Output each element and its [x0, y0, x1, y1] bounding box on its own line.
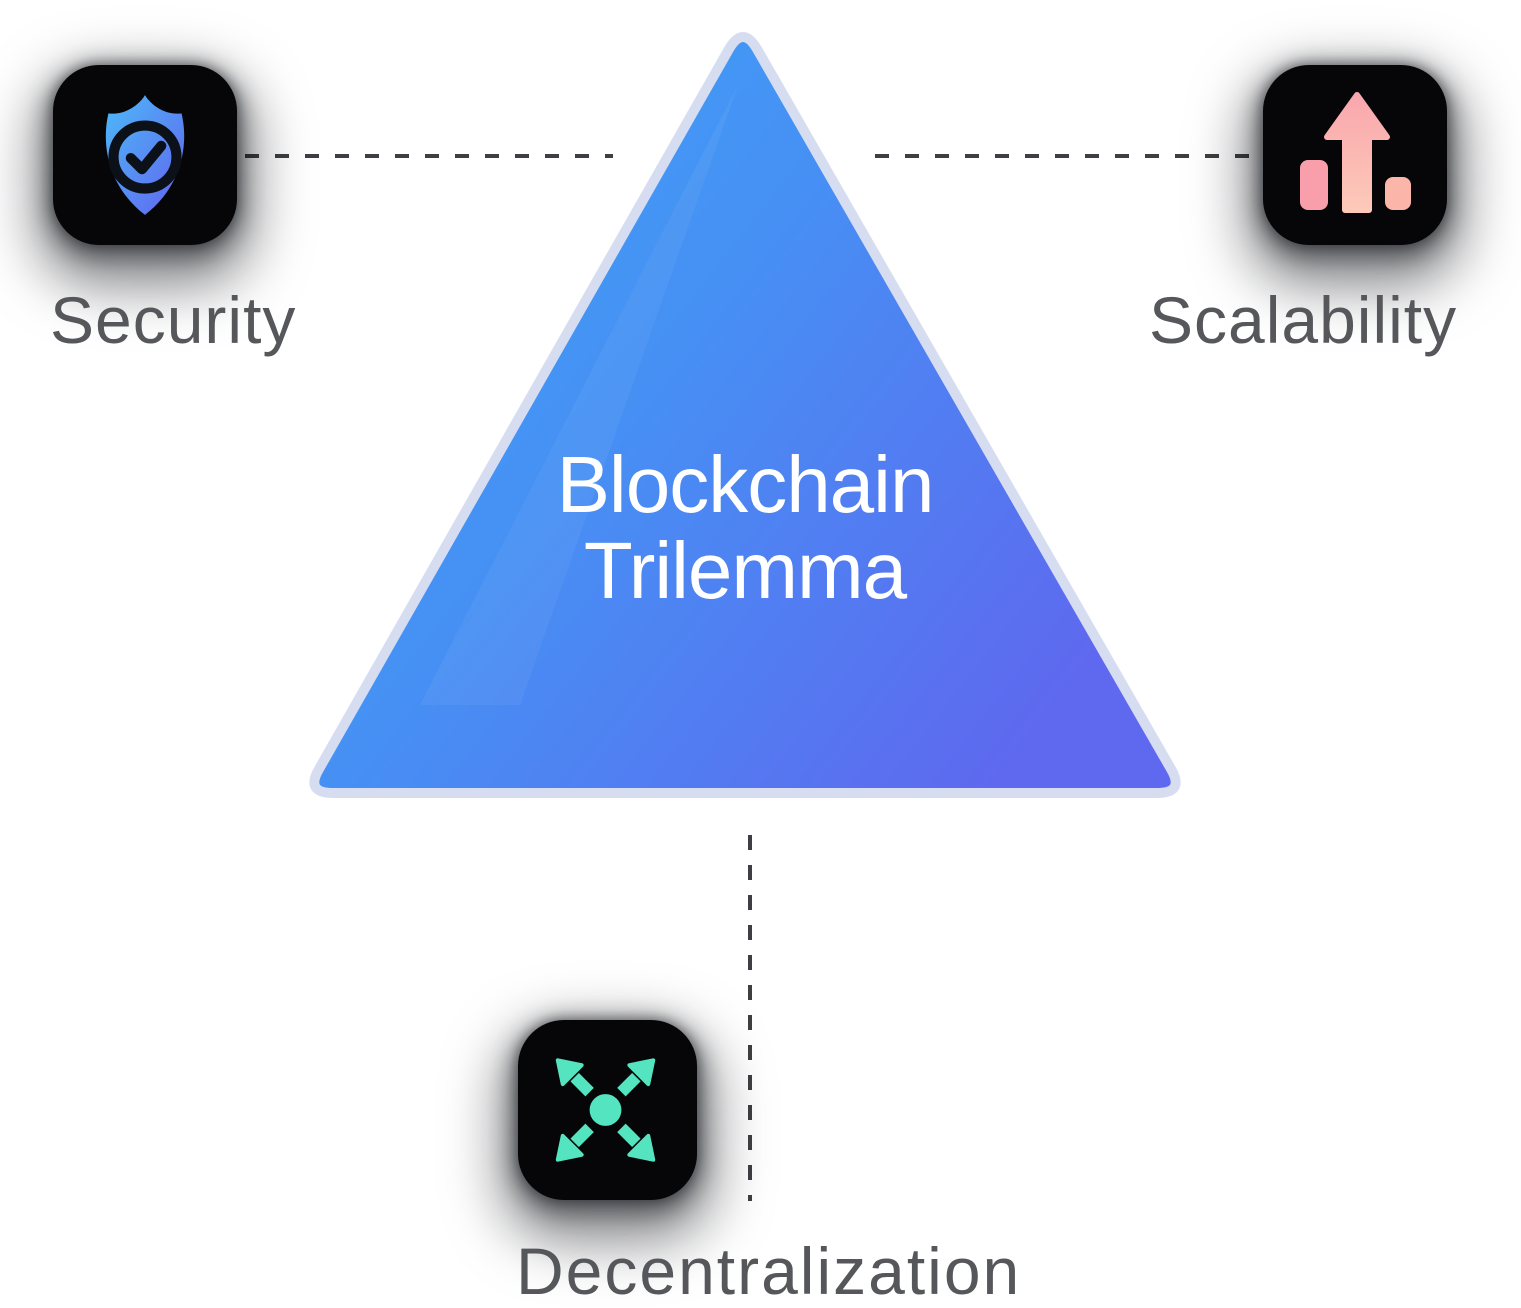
- triangle-title-line2: Trilemma: [583, 526, 907, 615]
- decentralization-label: Decentralization: [516, 1234, 1022, 1308]
- dashed-connector-security: [245, 154, 613, 158]
- shield-check-icon: [105, 95, 185, 215]
- scalability-icon-tile: [1263, 65, 1447, 245]
- expand-arrows-icon: [555, 1058, 656, 1162]
- security-label: Security: [50, 283, 297, 357]
- dashed-connector-decentralization: [748, 835, 752, 1201]
- scalability-label: Scalability: [1149, 283, 1458, 357]
- dashed-connector-scalability: [875, 154, 1254, 158]
- security-icon-tile: [53, 65, 237, 245]
- decentralization-icon-tile: [518, 1020, 697, 1200]
- triangle-title-line1: Blockchain: [556, 440, 935, 529]
- growth-chart-icon: [1300, 92, 1411, 213]
- triangle-title: Blockchain Trilemma: [556, 440, 935, 615]
